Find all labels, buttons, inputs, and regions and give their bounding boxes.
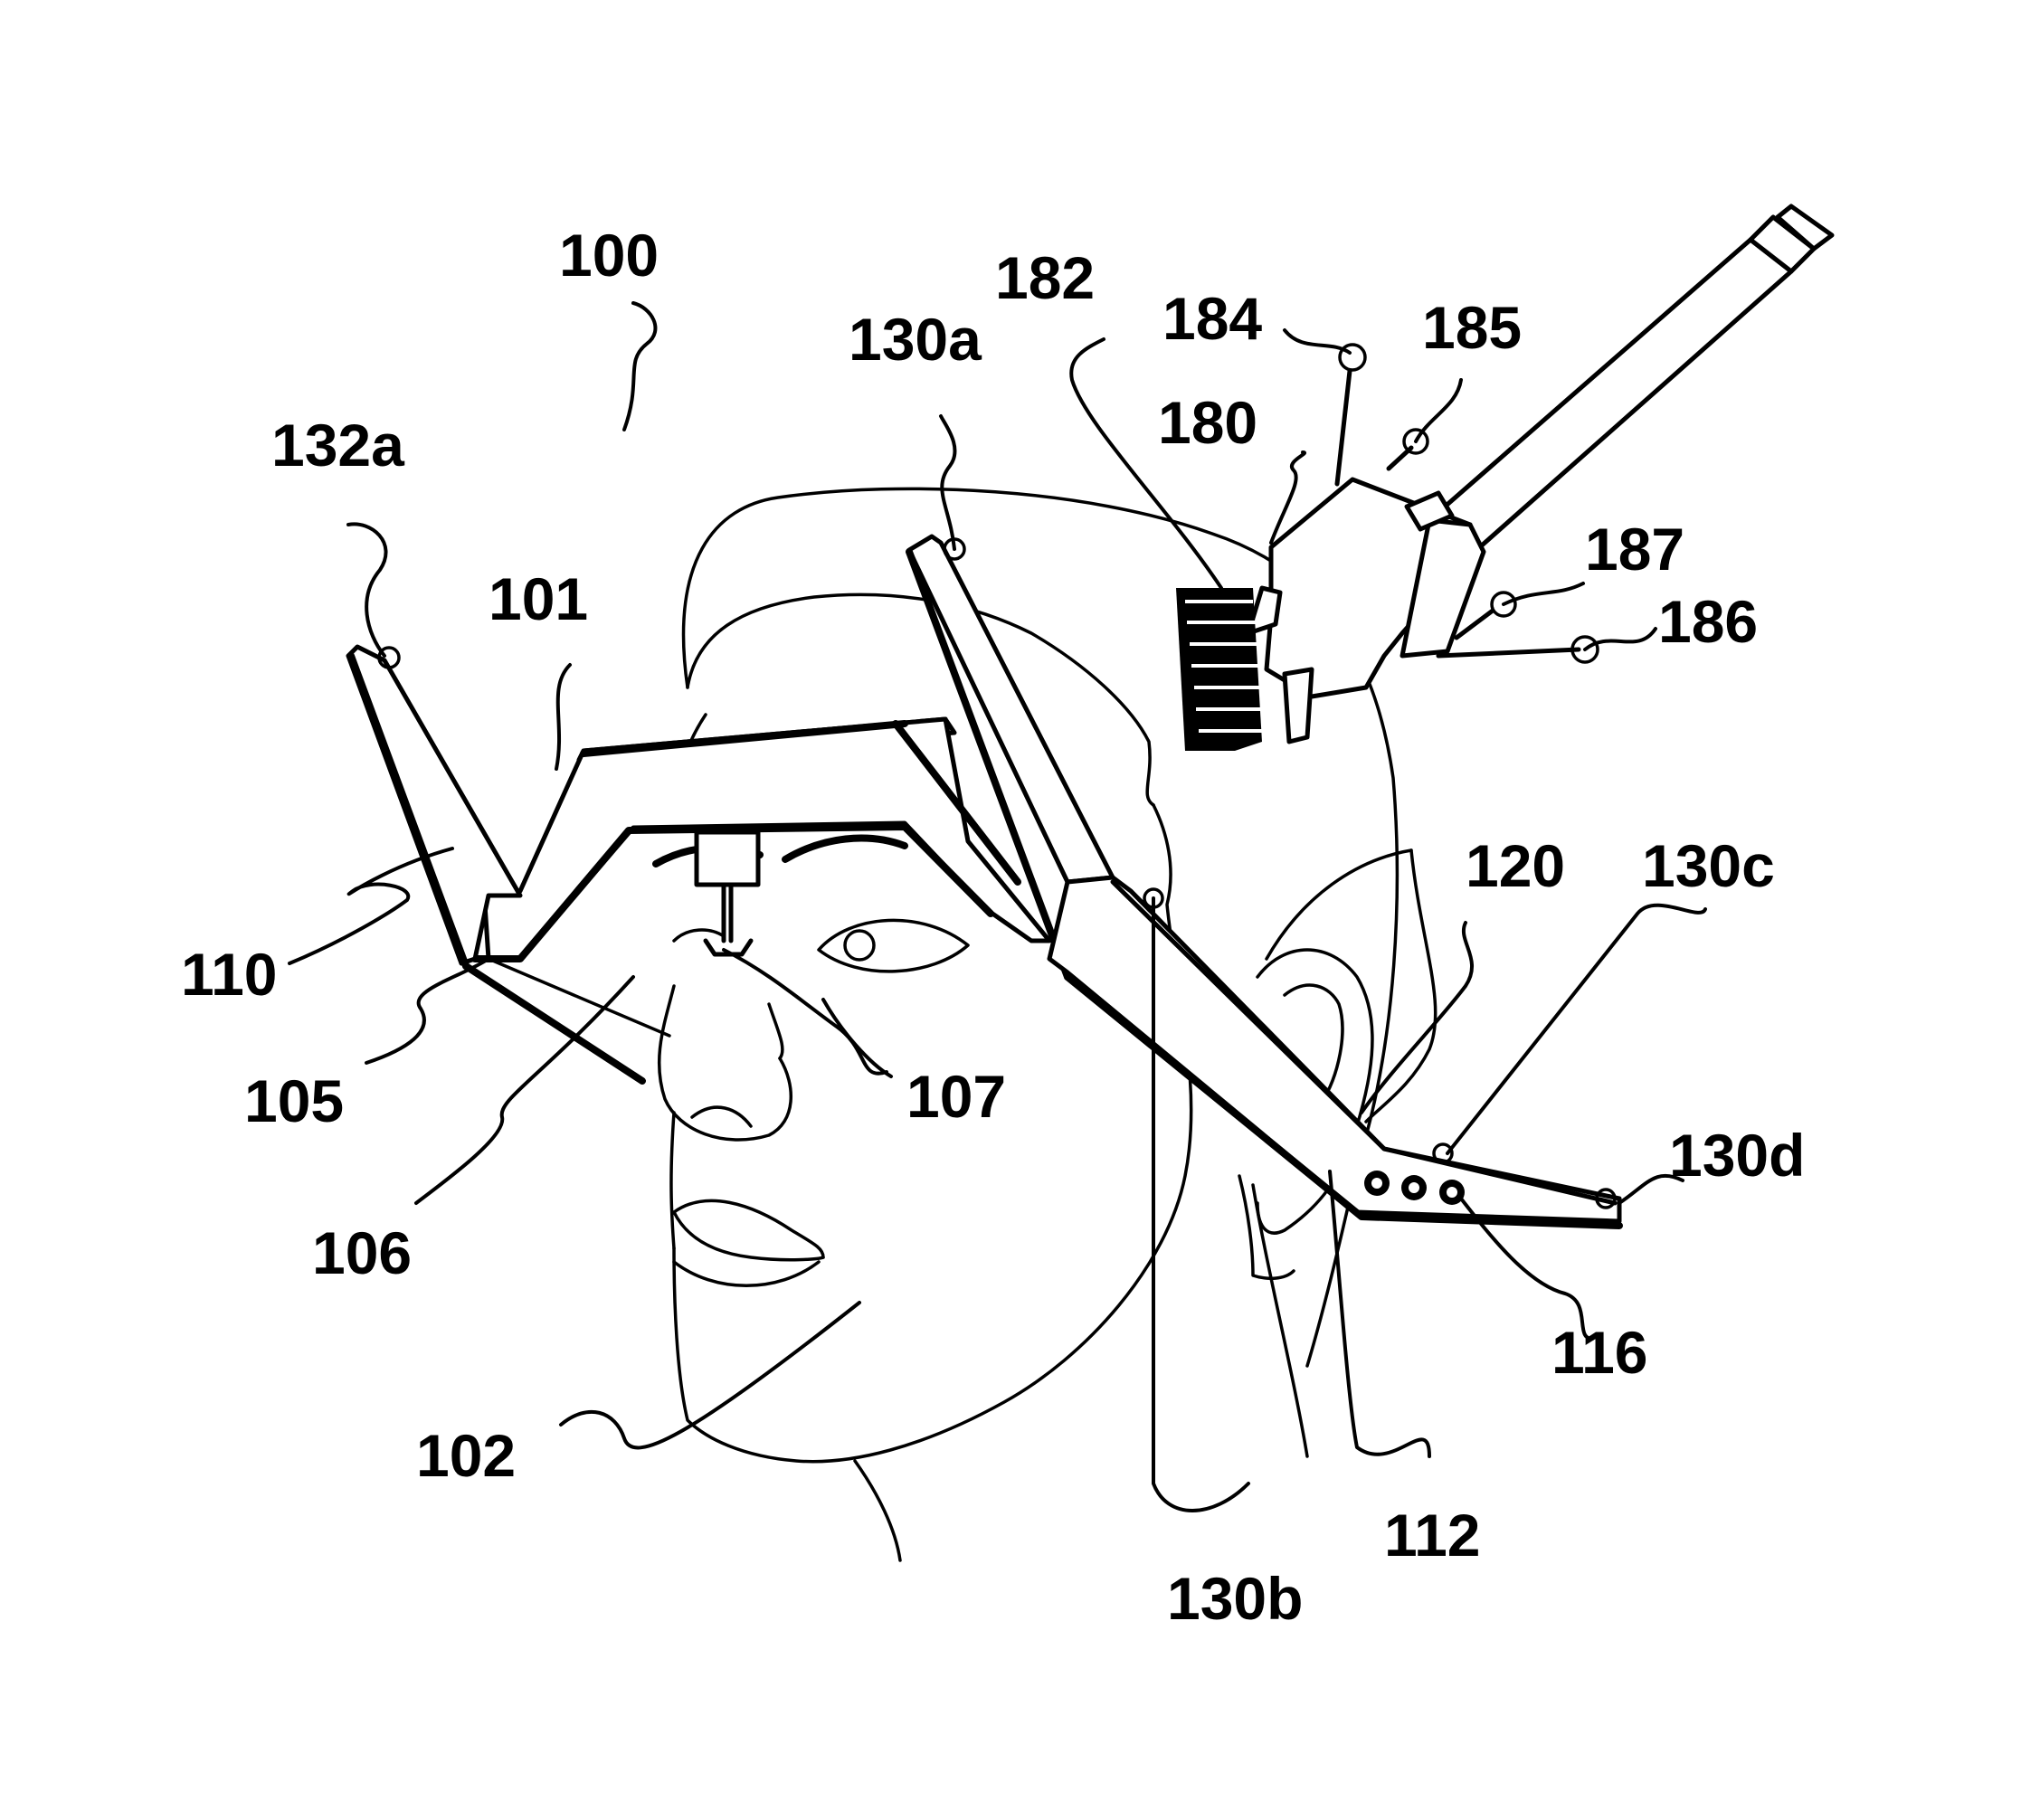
label-184: 184 [1162, 285, 1262, 352]
label-185: 185 [1422, 294, 1522, 361]
label-110: 110 [181, 941, 277, 1008]
eyebrow [785, 839, 905, 859]
label-130a: 130a [849, 306, 982, 373]
label-107: 107 [906, 1063, 1006, 1130]
label-130b: 130b [1167, 1565, 1303, 1632]
label-180: 180 [1158, 389, 1257, 456]
label-130d: 130d [1669, 1122, 1805, 1189]
label-102: 102 [416, 1422, 516, 1489]
mouth [674, 1200, 823, 1285]
eye-icon [674, 930, 724, 941]
label-187: 187 [1585, 516, 1684, 583]
nose [659, 986, 792, 1140]
strap-120 [1267, 850, 1411, 959]
label-182: 182 [995, 244, 1095, 311]
label-112: 112 [1384, 1502, 1480, 1569]
label-116: 116 [1551, 1319, 1647, 1386]
eye-icon [819, 920, 968, 972]
label-101: 101 [489, 565, 588, 632]
electrode-array-182 [1176, 588, 1265, 751]
label-186: 186 [1658, 588, 1758, 655]
strap-120 [1366, 850, 1436, 1122]
label-100: 100 [559, 222, 659, 289]
label-120: 120 [1466, 832, 1565, 899]
label-105: 105 [244, 1067, 344, 1134]
label-132a: 132a [271, 412, 405, 479]
label-106: 106 [312, 1219, 412, 1286]
label-130c: 130c [1642, 832, 1775, 899]
probe-device [1176, 206, 1832, 751]
